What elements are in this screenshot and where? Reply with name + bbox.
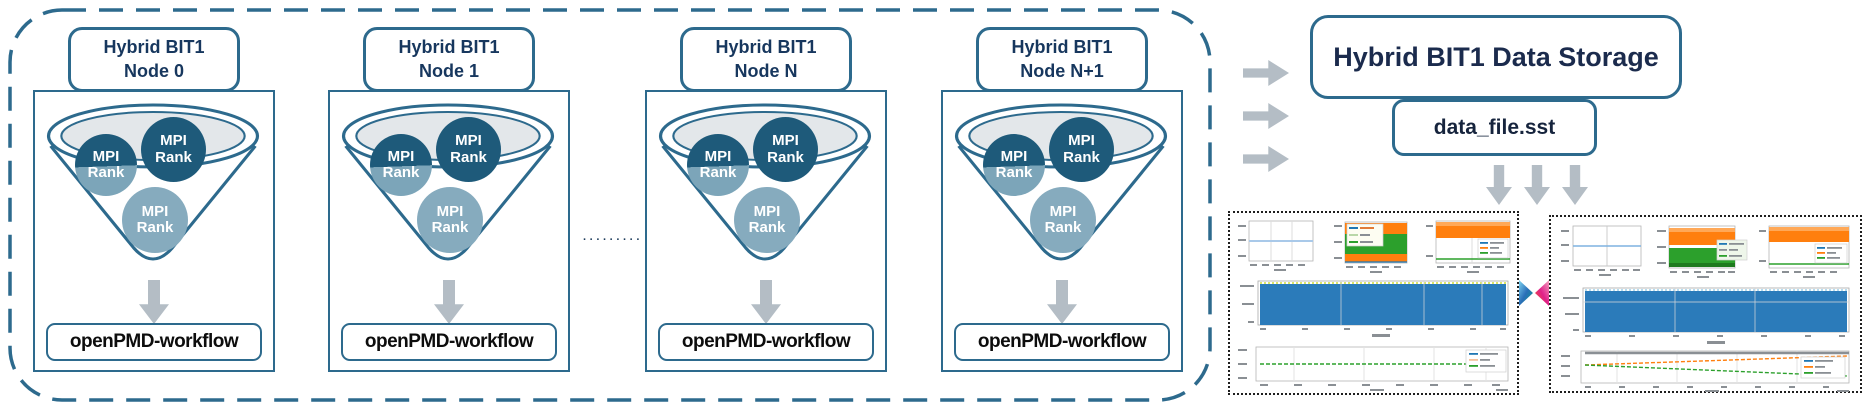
mpi-rank-circle: MPI Rank	[983, 134, 1045, 196]
node-title-box: Hybrid BIT1 Node 1	[363, 27, 535, 92]
arrow-right-icon	[1243, 103, 1289, 129]
workflow-label: openPMD-workflow	[364, 331, 534, 352]
mpi-rank-label: MPI	[141, 202, 169, 220]
noisy-bands-thumbnail	[1657, 225, 1748, 278]
workflow-box: openPMD-workflow	[46, 323, 262, 361]
mpi-rank-circle: MPI Rank	[75, 134, 137, 196]
compute-node: Hybrid BIT1 Node N MPI Rank MPI Rank	[645, 27, 887, 372]
workflow-box: openPMD-workflow	[954, 323, 1170, 361]
histogram-plot	[1563, 287, 1850, 344]
band-plot-thumbnail	[1426, 220, 1511, 273]
mini-legend	[1814, 243, 1848, 264]
node-title-box: Hybrid BIT1 Node 0	[68, 27, 240, 92]
arrow-right-icon	[1243, 146, 1289, 172]
arrow-down-icon	[1524, 165, 1550, 205]
diagnostics-panel-left	[1228, 211, 1519, 395]
mpi-rank-label: MPI	[436, 202, 464, 220]
mpi-rank-label: MPI	[772, 132, 799, 150]
workflow-box: openPMD-workflow	[658, 323, 874, 361]
mpi-rank-circle: MPI Rank	[122, 187, 188, 253]
compute-node: Hybrid BIT1 Node 1 MPI Rank MPI Rank	[328, 27, 570, 372]
mpi-rank-circle: MPI Rank	[687, 134, 749, 196]
mpi-rank-label: Rank	[748, 219, 786, 236]
node-box: MPI Rank MPI Rank MPI Rank openPMD-workf…	[941, 90, 1183, 372]
mpi-rank-circle: MPI Rank	[141, 117, 206, 182]
node-title-line1: Hybrid BIT1	[1011, 37, 1113, 57]
mini-legend	[1800, 356, 1846, 379]
compute-node: Hybrid BIT1 Node N+1 MPI Rank MPI Rank	[941, 27, 1183, 372]
trend-lines-plot	[1561, 350, 1850, 392]
stacked-area-thumbnail	[1334, 221, 1408, 273]
workflow-label: openPMD-workflow	[69, 331, 239, 352]
mpi-rank-label: MPI	[387, 147, 415, 165]
mpi-rank-circle: MPI Rank	[734, 187, 800, 253]
mpi-rank-label: Rank	[450, 148, 487, 166]
mpi-rank-circle: MPI Rank	[417, 187, 483, 253]
arrow-down-icon	[751, 280, 781, 324]
workflow-label: openPMD-workflow	[681, 331, 851, 352]
mpi-rank-label: Rank	[382, 164, 420, 181]
mpi-rank-label: Rank	[1044, 219, 1082, 236]
arrow-right-icon	[1243, 60, 1289, 86]
workflow-label: openPMD-workflow	[977, 331, 1147, 352]
mpi-rank-label: MPI	[1068, 132, 1095, 150]
mpi-rank-label: MPI	[92, 147, 120, 165]
line-plot-thumbnail	[1561, 225, 1642, 276]
mpi-rank-circle: MPI Rank	[753, 117, 818, 182]
mpi-rank-label: MPI	[455, 132, 482, 150]
data-file-label: data_file.sst	[1433, 115, 1556, 139]
bowtie-logo-icon	[1519, 280, 1549, 306]
data-file-box: data_file.sst	[1392, 99, 1597, 156]
line-plot-thumbnail	[1238, 220, 1314, 271]
flat-line-plot	[1238, 346, 1509, 391]
data-storage-box: Hybrid BIT1 Data Storage	[1310, 15, 1682, 99]
node-title-box: Hybrid BIT1 Node N+1	[976, 27, 1148, 92]
band-plot-thumbnail	[1759, 225, 1850, 278]
mpi-rank-circle: MPI Rank	[436, 117, 501, 182]
mpi-rank-label: Rank	[1063, 148, 1100, 166]
data-storage-title: Hybrid BIT1 Data Storage	[1333, 41, 1659, 72]
node-title-line2: Node 1	[418, 61, 479, 82]
mpi-rank-label: MPI	[753, 202, 781, 220]
compute-node: Hybrid BIT1 Node 0 MPI Rank MPI Rank	[33, 27, 275, 372]
diagnostics-panel-right	[1549, 215, 1862, 393]
node-title-line2: Node N+1	[1020, 61, 1104, 82]
node-title-line2: Node N	[734, 61, 798, 82]
mpi-rank-label: Rank	[699, 164, 737, 181]
node-title-line2: Node 0	[123, 61, 184, 82]
mpi-rank-circle: MPI Rank	[370, 134, 432, 196]
node-box: MPI Rank MPI Rank MPI Rank openPMD-workf…	[645, 90, 887, 372]
node-title-line1: Hybrid BIT1	[715, 37, 817, 57]
arrow-down-icon	[1047, 280, 1077, 324]
mpi-rank-label: MPI	[160, 132, 187, 150]
workflow-box: openPMD-workflow	[341, 323, 557, 361]
node-box: MPI Rank MPI Rank MPI Rank openPMD-workf…	[33, 90, 275, 372]
mpi-rank-label: Rank	[995, 164, 1033, 181]
histogram-plot	[1240, 280, 1509, 337]
node-box: MPI Rank MPI Rank MPI Rank openPMD-workf…	[328, 90, 570, 372]
mpi-rank-label: Rank	[767, 148, 804, 166]
mpi-rank-label: Rank	[155, 148, 192, 166]
mpi-rank-circle: MPI Rank	[1049, 117, 1114, 182]
node-title-box: Hybrid BIT1 Node N	[680, 27, 852, 92]
mini-legend	[1477, 238, 1509, 259]
mini-legend	[1465, 349, 1507, 373]
mpi-rank-label: Rank	[87, 164, 125, 181]
mpi-rank-label: MPI	[1000, 147, 1028, 165]
ellipsis-dots: ·········	[583, 234, 643, 246]
arrow-down-icon	[1486, 165, 1512, 205]
mini-legend	[1716, 239, 1748, 261]
arrow-down-icon	[434, 280, 464, 324]
mpi-rank-circle: MPI Rank	[1030, 187, 1096, 253]
mini-legend	[1346, 223, 1384, 247]
node-title-line1: Hybrid BIT1	[103, 37, 205, 57]
arrow-down-icon	[139, 280, 169, 324]
arrow-down-icon	[1562, 165, 1588, 205]
node-title-line1: Hybrid BIT1	[398, 37, 500, 57]
mpi-rank-label: MPI	[704, 147, 732, 165]
mpi-rank-label: MPI	[1049, 202, 1077, 220]
mpi-rank-label: Rank	[431, 219, 469, 236]
mpi-rank-label: Rank	[136, 219, 174, 236]
